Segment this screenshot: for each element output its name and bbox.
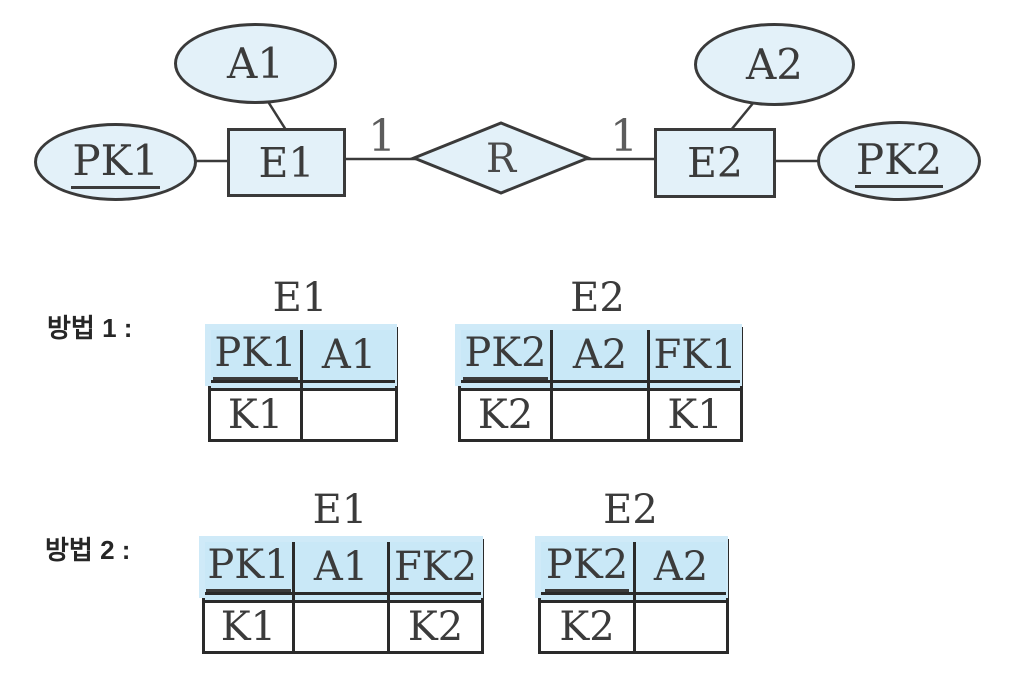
pk2-label: PK2 bbox=[854, 135, 944, 188]
double-rule bbox=[541, 592, 637, 603]
entity-e2-label: E2 bbox=[686, 139, 743, 187]
line-a2-e2 bbox=[730, 101, 755, 131]
cardinality-right: 1 bbox=[610, 111, 638, 162]
header-cell: FK2 bbox=[390, 542, 481, 592]
header-cell: A2 bbox=[636, 542, 726, 592]
double-rule bbox=[303, 380, 395, 391]
pk1-label: PK1 bbox=[71, 136, 160, 189]
double-rule bbox=[294, 592, 391, 603]
body-cell: K2 bbox=[390, 603, 481, 651]
attribute-ellipse-a1: A1 bbox=[174, 23, 337, 104]
header-cell: PK2 bbox=[461, 330, 553, 380]
header-cell: PK1 bbox=[211, 330, 303, 380]
key-attribute-ellipse-pk2: PK2 bbox=[817, 121, 981, 201]
body-cell bbox=[636, 603, 726, 651]
header-cell: A1 bbox=[294, 542, 391, 592]
method2-label: 방법 2 : bbox=[45, 535, 131, 565]
method2-table-e1-title: E1 bbox=[312, 487, 368, 533]
er-connectors bbox=[194, 99, 820, 195]
method1-label: 방법 1 : bbox=[47, 313, 133, 343]
method1-table-e2: PK2 A2 FK1 K2 K1 bbox=[455, 324, 743, 442]
relationship-diamond bbox=[409, 121, 593, 195]
relationship-r-label: R bbox=[485, 136, 517, 182]
method2-table-e2-title: E2 bbox=[603, 487, 658, 533]
method1-table-e1-title: E1 bbox=[272, 275, 328, 321]
body-cell: K1 bbox=[211, 391, 303, 439]
double-rule bbox=[461, 380, 553, 391]
double-rule bbox=[650, 380, 740, 391]
header-cell: A1 bbox=[303, 330, 395, 380]
entity-box-e2: E2 bbox=[654, 128, 776, 198]
method1-table-e1: PK1 A1 K1 bbox=[205, 324, 398, 442]
double-rule bbox=[211, 380, 303, 391]
method2-table-e1: PK1 A1 FK2 K1 K2 bbox=[199, 536, 484, 654]
double-rule bbox=[636, 592, 726, 603]
attribute-ellipse-a2: A2 bbox=[694, 23, 855, 106]
header-cell: A2 bbox=[552, 330, 651, 380]
key-attribute-ellipse-pk1: PK1 bbox=[34, 123, 197, 201]
body-cell: K2 bbox=[541, 603, 637, 651]
attribute-a2-label: A2 bbox=[745, 40, 804, 89]
line-a1-e1 bbox=[265, 99, 288, 131]
header-cell: PK2 bbox=[541, 542, 637, 592]
cardinality-left: 1 bbox=[368, 111, 396, 162]
body-cell bbox=[552, 391, 651, 439]
body-cell: K1 bbox=[205, 603, 295, 651]
body-cell: K2 bbox=[461, 391, 553, 439]
double-rule bbox=[205, 592, 295, 603]
body-cell bbox=[303, 391, 395, 439]
method1-table-e2-title: E2 bbox=[570, 275, 625, 321]
entity-box-e1: E1 bbox=[227, 128, 346, 197]
double-rule bbox=[552, 380, 651, 391]
double-rule bbox=[390, 592, 481, 603]
body-cell bbox=[294, 603, 391, 651]
header-cell: FK1 bbox=[650, 330, 740, 380]
header-cell: PK1 bbox=[205, 542, 295, 592]
attribute-a1-label: A1 bbox=[226, 39, 285, 88]
body-cell: K1 bbox=[650, 391, 740, 439]
method2-table-e2: PK2 A2 K2 bbox=[535, 536, 729, 654]
entity-e1-label: E1 bbox=[258, 138, 315, 187]
